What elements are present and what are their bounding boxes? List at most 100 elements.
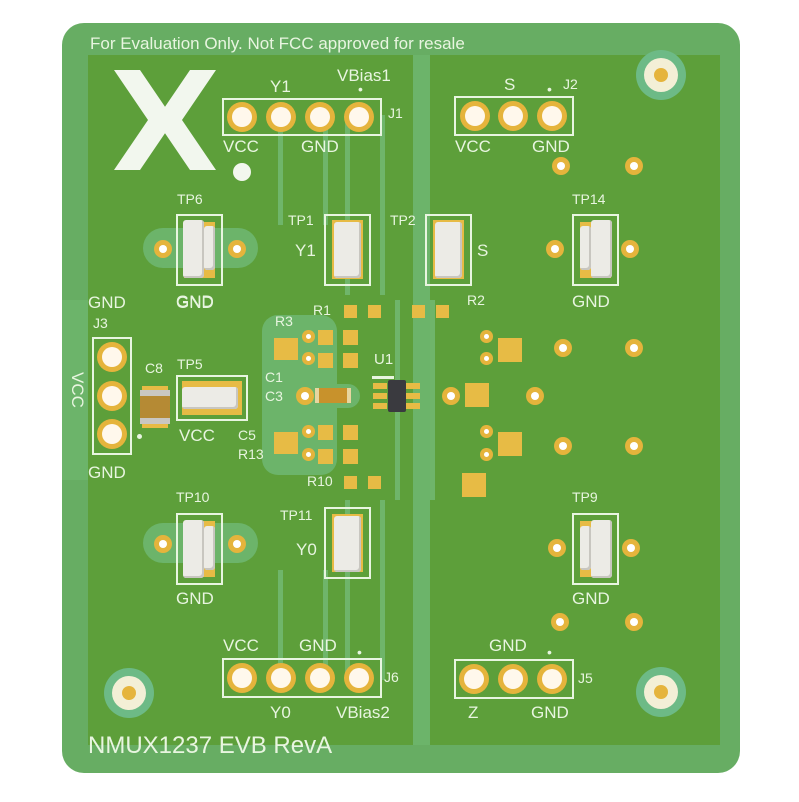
j5-label-gnd-top: GND	[489, 636, 527, 655]
pad	[498, 338, 522, 362]
tp9-net: GND	[572, 589, 610, 608]
via	[553, 544, 561, 552]
trace	[345, 500, 385, 680]
j1-pin[interactable]	[271, 107, 291, 127]
tp9-test-point[interactable]	[572, 513, 619, 585]
via	[484, 356, 489, 361]
j2-pin1-dot: •	[547, 81, 552, 97]
tp11-net: Y0	[296, 540, 317, 559]
tp11-test-point[interactable]	[324, 507, 371, 579]
via	[556, 618, 564, 626]
j2-ref: J2	[563, 76, 578, 92]
r10-pad	[368, 476, 381, 489]
u1-pad	[373, 393, 387, 399]
j5-pin[interactable]	[464, 669, 484, 689]
tp1-body	[334, 222, 361, 278]
c8-ref: C8	[145, 360, 163, 376]
u1-pad	[406, 403, 420, 409]
tp14-test-point[interactable]	[572, 214, 619, 286]
tp10-net: GND	[176, 589, 214, 608]
tp5-body	[182, 387, 238, 409]
tp2-ref: TP2	[390, 212, 416, 228]
tp2-net: S	[477, 241, 489, 260]
mounting-hole-top-right	[644, 58, 678, 92]
j2-connector[interactable]	[454, 96, 574, 136]
tp1-test-point[interactable]	[324, 214, 371, 286]
j5-connector[interactable]	[454, 659, 574, 699]
j2-pin[interactable]	[542, 106, 562, 126]
via	[484, 429, 489, 434]
j1-connector[interactable]	[222, 98, 382, 136]
r2-pad	[436, 305, 449, 318]
j6-label-vbias2: VBias2	[336, 703, 390, 722]
j6-pin[interactable]	[232, 668, 252, 688]
via	[484, 452, 489, 457]
via	[557, 162, 565, 170]
c5-ref: C5	[238, 427, 256, 443]
via	[559, 442, 567, 450]
trace	[345, 115, 385, 295]
c1-pad	[343, 353, 358, 368]
j2-label-s: S	[504, 75, 516, 94]
j3-pin1-dot	[137, 434, 142, 439]
j1-pin[interactable]	[232, 107, 252, 127]
j3-pin[interactable]	[102, 347, 122, 367]
j6-connector[interactable]	[222, 658, 382, 698]
via	[306, 429, 311, 434]
c5-pad	[343, 425, 358, 440]
tp5-net: VCC	[179, 426, 215, 445]
j2-pin[interactable]	[503, 106, 523, 126]
j6-pin[interactable]	[271, 668, 291, 688]
via	[630, 162, 638, 170]
j3-pin[interactable]	[102, 386, 122, 406]
u1-pin1-marker	[372, 376, 394, 379]
board-title: NMUX1237 EVB RevA	[88, 732, 333, 759]
r10-ref: R10	[307, 473, 333, 489]
j3-connector[interactable]	[92, 337, 132, 455]
via	[551, 245, 559, 253]
j6-pin[interactable]	[349, 668, 369, 688]
tp10-body	[183, 520, 204, 578]
c1-ref: C1	[265, 369, 283, 385]
tp6-body	[183, 220, 204, 278]
via	[559, 344, 567, 352]
j6-label-gnd: GND	[299, 636, 337, 655]
j5-pin[interactable]	[503, 669, 523, 689]
via	[627, 544, 635, 552]
j6-label-vcc: VCC	[223, 636, 259, 655]
tp5-ref: TP5	[177, 356, 203, 372]
j1-pin[interactable]	[310, 107, 330, 127]
j5-pin[interactable]	[542, 669, 562, 689]
j3-pin[interactable]	[102, 424, 122, 444]
tp2-test-point[interactable]	[425, 214, 472, 286]
tp9-ref: TP9	[572, 489, 598, 505]
r3-large-pad	[274, 338, 298, 360]
via	[630, 442, 638, 450]
j1-label-y1: Y1	[270, 77, 291, 96]
r3-pad	[318, 330, 333, 345]
j6-ref: J6	[384, 669, 399, 685]
j1-pin[interactable]	[349, 107, 369, 127]
j6-pin[interactable]	[310, 668, 330, 688]
tp6-test-point[interactable]	[176, 214, 223, 286]
j1-label-vcc: VCC	[223, 137, 259, 156]
j6-label-y0: Y0	[270, 703, 291, 722]
j1-pin1-dot: •	[358, 81, 363, 97]
via	[306, 356, 311, 361]
tp1-ref: TP1	[288, 212, 314, 228]
u1-pad	[373, 403, 387, 409]
tp6-ref: TP6	[177, 191, 203, 207]
via	[531, 392, 539, 400]
logo-dot	[233, 163, 251, 181]
j2-pin[interactable]	[465, 106, 485, 126]
j6-pin1-dot: •	[357, 644, 362, 660]
r3-ref: R3	[275, 313, 293, 329]
tp10-test-point[interactable]	[176, 513, 223, 585]
via	[630, 344, 638, 352]
r2-pad	[412, 305, 425, 318]
via	[233, 245, 241, 253]
u1-ic-body[interactable]	[388, 380, 406, 412]
via	[159, 540, 167, 548]
tp5-test-point[interactable]	[176, 375, 248, 421]
via	[630, 618, 638, 626]
